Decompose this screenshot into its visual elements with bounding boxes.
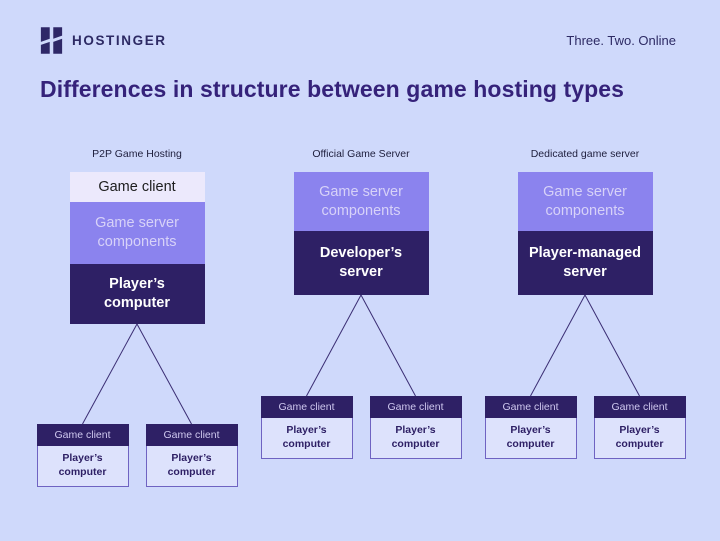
client-box-body: Player’s computer: [145, 446, 238, 487]
brand-tagline: Three. Two. Online: [566, 32, 676, 48]
column-dedicated-game-server: Dedicated game server Game server compon…: [484, 148, 686, 459]
connector-lines: [260, 295, 462, 396]
client-box: Game client Player’s computer: [260, 396, 353, 459]
client-box-header: Game client: [260, 396, 353, 418]
client-box-body: Player’s computer: [484, 418, 577, 459]
connector-lines: [36, 324, 238, 424]
client-box-header: Game client: [36, 424, 129, 446]
client-box-body: Player’s computer: [593, 418, 686, 459]
connector-lines: [484, 295, 686, 396]
server-stack: Game client Game server components Playe…: [69, 172, 205, 324]
column-label: P2P Game Hosting: [92, 148, 182, 160]
client-box-header: Game client: [593, 396, 686, 418]
column-official-game-server: Official Game Server Game server compone…: [260, 148, 462, 459]
stack-box-game-server-components: Game server components: [69, 202, 205, 264]
client-box-body: Player’s computer: [260, 418, 353, 459]
hosting-types-diagram: P2P Game Hosting Game client Game server…: [0, 148, 720, 487]
client-box: Game client Player’s computer: [484, 396, 577, 459]
client-boxes: Game client Player’s computer Game clien…: [260, 396, 462, 459]
client-box-header: Game client: [145, 424, 238, 446]
stack-box-host: Player’s computer: [69, 264, 205, 324]
stack-box-host: Developer’s server: [293, 231, 429, 295]
client-box: Game client Player’s computer: [145, 424, 238, 487]
client-box-body: Player’s computer: [36, 446, 129, 487]
client-boxes: Game client Player’s computer Game clien…: [36, 424, 238, 487]
client-box: Game client Player’s computer: [369, 396, 462, 459]
server-stack: Game server components Player-managed se…: [517, 172, 653, 295]
client-box-header: Game client: [369, 396, 462, 418]
column-label: Official Game Server: [312, 148, 410, 160]
client-box: Game client Player’s computer: [593, 396, 686, 459]
column-p2p-game-hosting: P2P Game Hosting Game client Game server…: [36, 148, 238, 487]
hostinger-h-logo-icon: [40, 26, 63, 54]
column-label: Dedicated game server: [530, 148, 640, 160]
stack-box-game-server-components: Game server components: [517, 172, 653, 231]
client-box-header: Game client: [484, 396, 577, 418]
stack-box-game-client: Game client: [69, 172, 205, 202]
client-box-body: Player’s computer: [369, 418, 462, 459]
stack-box-host: Player-managed server: [517, 231, 653, 295]
client-box: Game client Player’s computer: [36, 424, 129, 487]
server-stack: Game server components Developer’s serve…: [293, 172, 429, 295]
brand-name: HOSTINGER: [72, 32, 167, 48]
page-title: Differences in structure between game ho…: [40, 76, 625, 102]
client-boxes: Game client Player’s computer Game clien…: [484, 396, 686, 459]
stack-box-game-server-components: Game server components: [293, 172, 429, 231]
top-bar: HOSTINGER Three. Two. Online: [0, 0, 720, 54]
brand: HOSTINGER: [40, 26, 167, 54]
